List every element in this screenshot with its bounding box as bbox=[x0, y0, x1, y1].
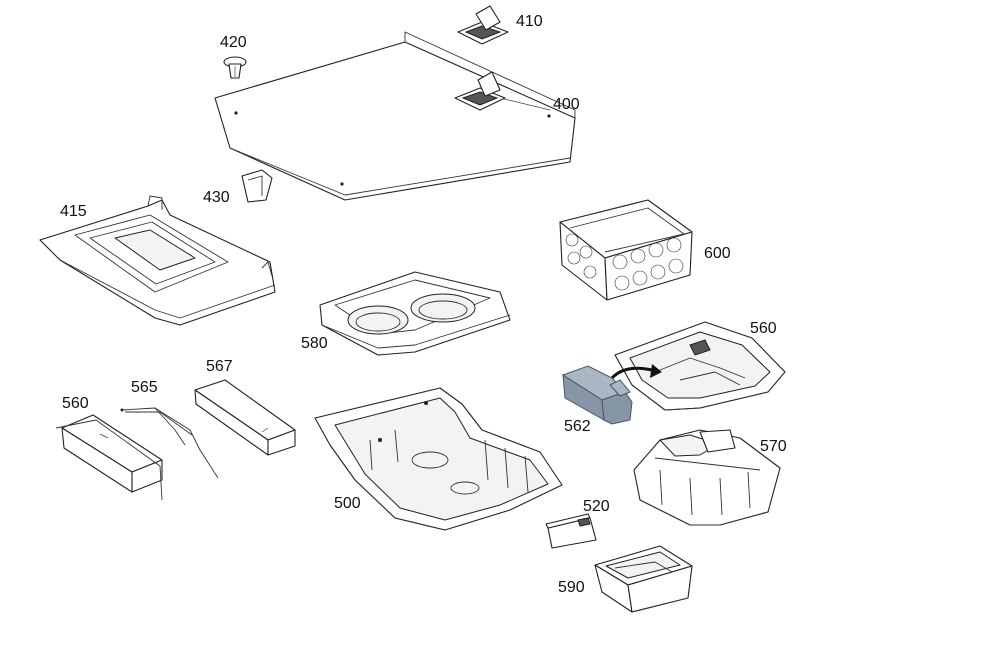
callout-567: 567 bbox=[206, 358, 233, 375]
callout-400: 400 bbox=[553, 96, 580, 113]
callout-410: 410 bbox=[516, 13, 543, 30]
callout-520: 520 bbox=[583, 498, 610, 515]
callout-590: 590 bbox=[558, 579, 585, 596]
part-400-load-floor bbox=[214, 31, 576, 201]
part-420-clip bbox=[223, 56, 247, 79]
part-400-handle bbox=[454, 71, 506, 111]
callout-580: 580 bbox=[301, 335, 328, 352]
callout-600: 600 bbox=[704, 245, 731, 262]
part-410-handle bbox=[457, 5, 509, 45]
part-567-box bbox=[194, 379, 296, 456]
part-560-organizer-right bbox=[614, 321, 786, 411]
part-430-bracket bbox=[241, 169, 273, 203]
part-570-foam-holder bbox=[633, 429, 781, 526]
insert-arrow bbox=[610, 364, 662, 380]
part-590-bin bbox=[594, 545, 693, 613]
callout-500: 500 bbox=[334, 495, 361, 512]
part-565-strap bbox=[120, 407, 219, 479]
part-415-tray bbox=[39, 195, 276, 326]
callout-430: 430 bbox=[203, 189, 230, 206]
part-520-small-box bbox=[545, 513, 597, 549]
callout-570: 570 bbox=[760, 438, 787, 455]
part-560-box-left bbox=[55, 414, 163, 501]
part-580-cup-tray bbox=[319, 271, 511, 356]
callout-415: 415 bbox=[60, 203, 87, 220]
part-500-trunk-tub bbox=[314, 387, 563, 531]
callout-565: 565 bbox=[131, 379, 158, 396]
callout-560-right: 560 bbox=[750, 320, 777, 337]
callout-562: 562 bbox=[564, 418, 591, 435]
callout-420: 420 bbox=[220, 34, 247, 51]
callout-560-left: 560 bbox=[62, 395, 89, 412]
crate-hex-pattern bbox=[565, 233, 684, 291]
part-600-crate bbox=[559, 199, 693, 301]
part-562-foam-insert bbox=[561, 365, 633, 425]
